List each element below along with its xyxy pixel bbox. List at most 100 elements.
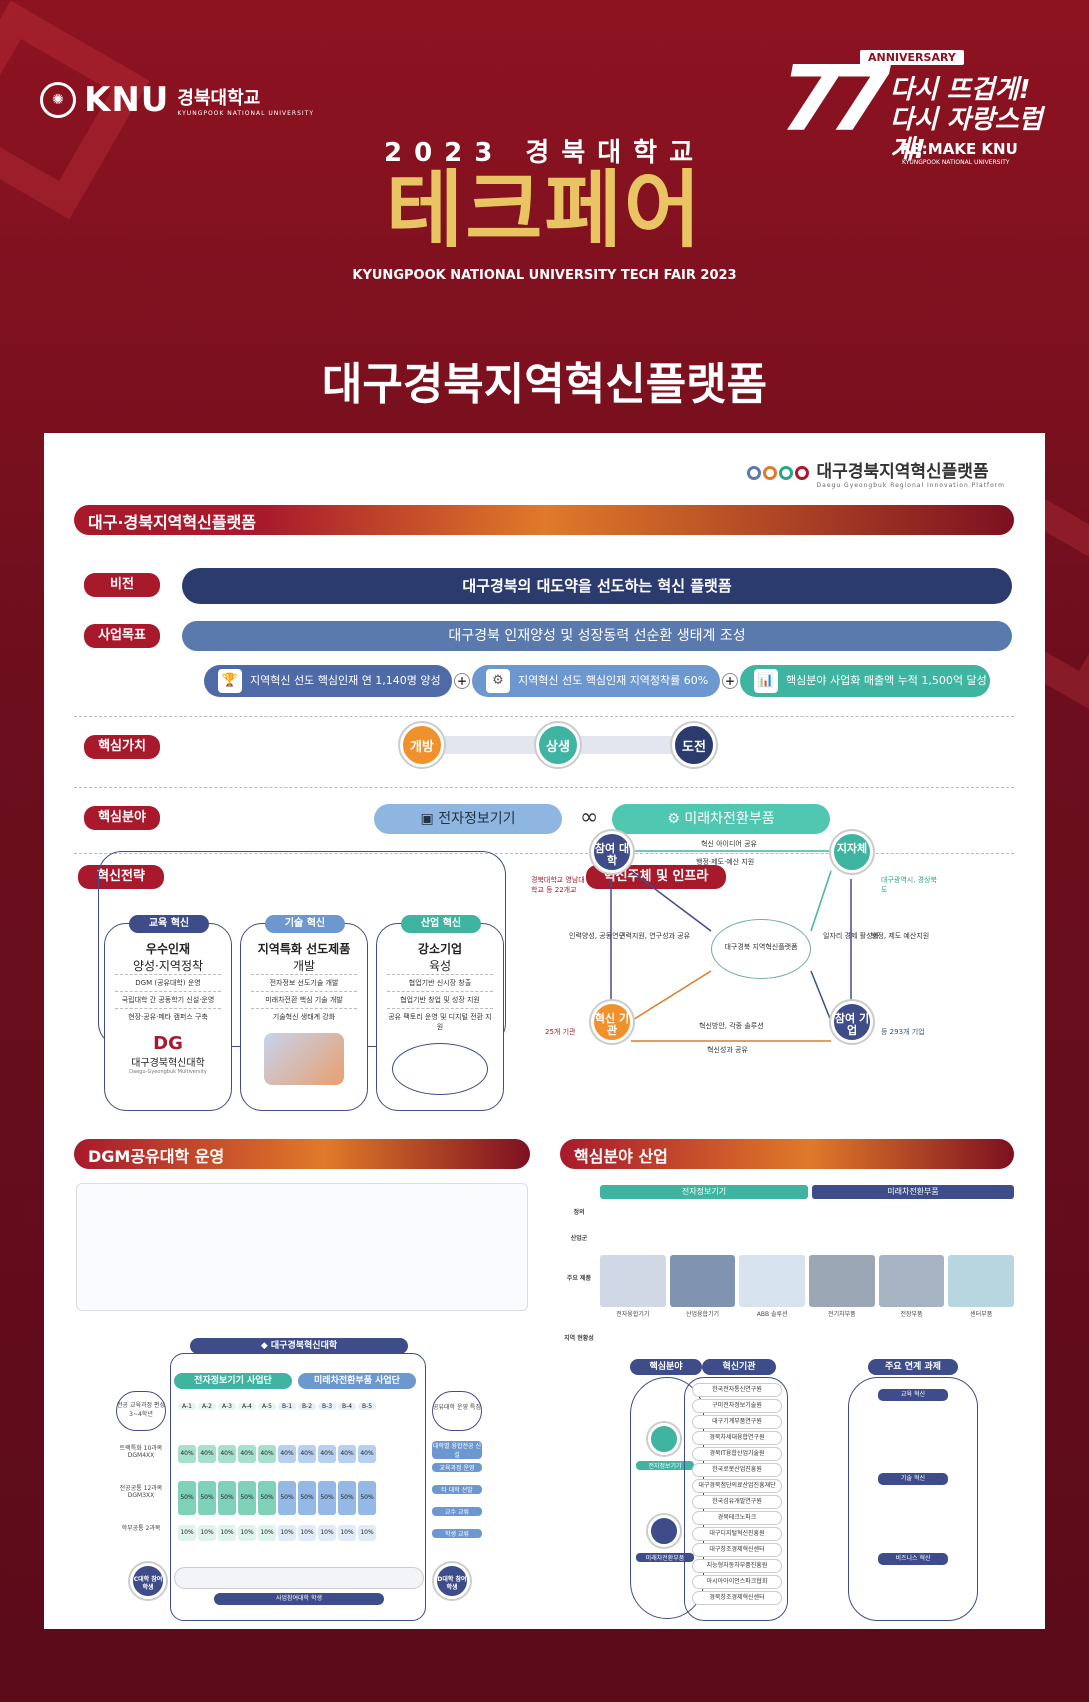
- anniversary-tag: ANNIVERSARY: [860, 50, 964, 65]
- product-image: [669, 1255, 736, 1307]
- flow-head-institutions: 혁신기관: [702, 1359, 776, 1375]
- values-label: 핵심가치: [84, 735, 160, 759]
- subgoal-2: ⚙지역혁신 선도 핵심인재 지역정착률 60% 달성: [472, 665, 720, 719]
- infra-diagram: 참여 대학 지자체 혁신 기관 참여 기업 대구경북 지역혁신플랫폼 경북대학교…: [531, 831, 991, 1063]
- corp-note: 등 293개 기업: [881, 1028, 925, 1036]
- student-d-badge: D대학 참여학생: [434, 1563, 470, 1599]
- task-education: 교육 혁신: [878, 1389, 948, 1401]
- flow-field-mobility: [648, 1515, 680, 1547]
- robot-factory-icon: [264, 1033, 344, 1085]
- value-coexist: 상생: [536, 723, 580, 767]
- anniversary-number: 77: [780, 47, 891, 152]
- subgoal-3: 📊핵심분야 사업화 매출액 누적 1,500억 달성: [740, 665, 990, 697]
- edge-solutions: 혁신방안, 각종 솔루션: [699, 1022, 764, 1030]
- flow-field-electronics-label: 전자정보기기: [636, 1461, 694, 1470]
- divider: [74, 853, 1014, 854]
- header: ✺ KNU 경북대학교 KYUNGPOOK NATIONAL UNIVERSIT…: [0, 0, 1089, 430]
- knu-brand: KNU: [84, 80, 170, 120]
- knu-korean-name: 경북대학교: [177, 87, 261, 109]
- remake-knu: RE:MAKE KNU: [900, 140, 1018, 158]
- product-images: [600, 1255, 1015, 1307]
- trophy-icon: 🏆: [218, 669, 242, 693]
- institutions-frame: [684, 1377, 788, 1621]
- product-image: [739, 1255, 806, 1307]
- row-definition: 정의: [573, 1209, 585, 1216]
- product-image: [600, 1255, 666, 1307]
- knu-seal-icon: ✺: [40, 82, 76, 118]
- fields-label: 핵심분야: [84, 806, 160, 830]
- goal-label: 사업목표: [84, 624, 160, 648]
- pct-row-faculty: 10%10%10%10%10%10%10%10%10%10%: [178, 1525, 376, 1541]
- knu-logo[interactable]: ✺ KNU 경북대학교 KYUNGPOOK NATIONAL UNIVERSIT…: [40, 80, 314, 120]
- right-label-1: 대학별 융합전공 신설: [432, 1441, 482, 1459]
- edge-hr: 인력양성, 공동연구: [569, 932, 625, 940]
- right-label-0: 공유대학 운영 특징: [432, 1391, 482, 1431]
- task-technology: 기술 혁신: [878, 1473, 948, 1485]
- flow-field-electronics: [648, 1423, 680, 1455]
- student-row: [174, 1567, 424, 1589]
- platform-dots-icon: [746, 466, 809, 480]
- dg-logo-icon: ◆: [260, 1341, 271, 1351]
- track-electronics: 전자정보기기 사업단: [174, 1373, 292, 1389]
- student-label: 사업참여대학 학생: [214, 1593, 384, 1605]
- field-mobility: ⚙ 미래차전환부품: [612, 804, 830, 834]
- platform-center: 대구경북 지역혁신플랫폼: [711, 919, 811, 979]
- fair-english: KYUNGPOOK NATIONAL UNIVERSITY TECH FAIR …: [352, 268, 737, 283]
- strategy-label: 혁신전략: [78, 865, 164, 889]
- section-title-dgm: DGM공유대학 운영: [74, 1139, 530, 1169]
- tasks-frame: [848, 1377, 978, 1621]
- node-institution: 혁신 기관: [591, 1001, 633, 1043]
- anniversary-slogan: 다시 뜨겁게!다시 자랑스럽게!: [890, 75, 1043, 165]
- chip-icon: ▣: [420, 811, 439, 827]
- flow-head-fields: 핵심분야: [630, 1359, 702, 1375]
- value-open: 개방: [400, 723, 444, 767]
- anniversary-logo: 77 ANNIVERSARY 다시 뜨겁게!다시 자랑스럽게! RE:MAKE …: [780, 45, 1060, 166]
- vision-text: 대구경북의 대도약을 선도하는 혁신 플랫폼: [182, 568, 1012, 604]
- univ-note: 경북대학교 영남대학교 등 22개교: [531, 876, 585, 894]
- task-business: 비즈니스 혁신: [878, 1553, 948, 1565]
- infra-arrows: [610, 850, 852, 1042]
- student-c-badge: C대학 참여학생: [130, 1563, 166, 1599]
- pct-row-track: 40%40%40%40%40%40%40%40%40%40%: [178, 1445, 376, 1463]
- flow-field-mobility-label: 미래차전환부품: [636, 1553, 694, 1562]
- product-image: [948, 1255, 1015, 1307]
- gov-note: 대구광역시, 경상북도: [881, 876, 937, 894]
- col-electronics: 전자정보기기: [600, 1185, 808, 1199]
- chart-icon: 📊: [754, 669, 778, 693]
- section-title-industry: 핵심분야 산업: [560, 1139, 1014, 1169]
- section-title-platform: 대구·경북지역혁신플랫폼: [74, 505, 1014, 535]
- plus-icon: +: [722, 673, 738, 689]
- node-university: 참여 대학: [591, 831, 633, 873]
- row-region: 지역 현황성: [564, 1335, 594, 1342]
- platform-english: Daegu Gyeongbuk Regional Innovation Plat…: [816, 482, 1005, 489]
- edge-results: 혁신성과 공유: [707, 1046, 748, 1054]
- knu-english-name: KYUNGPOOK NATIONAL UNIVERSITY: [177, 109, 314, 117]
- value-challenge: 도전: [672, 723, 716, 767]
- dgm-track-frame: [170, 1353, 426, 1621]
- field-electronics: ▣ 전자정보기기: [374, 804, 562, 834]
- dgm-logo: ◆ 대구경북혁신대학: [190, 1338, 408, 1354]
- goal-text: 대구경북 인재양성 및 성장동력 선순환 생태계 조성: [182, 621, 1012, 651]
- row-products: 주요 제품: [566, 1275, 592, 1282]
- product-image: [809, 1255, 875, 1307]
- page-title: 대구경북지역혁신플랫폼: [321, 359, 768, 410]
- ecosystem-diagram-icon: [392, 1043, 488, 1095]
- left-label-2: 전공공통 12과목 DGM3XX: [119, 1485, 163, 1499]
- row-industry: 산업군: [570, 1235, 588, 1242]
- product-image: [878, 1255, 945, 1307]
- right-label-3: 타 대학 선발: [432, 1485, 482, 1494]
- subgoal-1: 🏆지역혁신 선도 핵심인재 연 1,140명 양성: [204, 665, 452, 697]
- left-label-1: 트랙특화 10과목 DGM4XX: [119, 1445, 163, 1459]
- head-gear-icon: ⚙: [486, 669, 510, 693]
- pct-row-common: 50%50%50%50%50%50%50%50%50%50%: [178, 1481, 376, 1515]
- edge-admin: 행정·제도·예산 지원: [696, 858, 755, 866]
- divider: [74, 716, 1014, 717]
- gear-icon: ⚙: [667, 811, 685, 827]
- dgm-flow-top: [76, 1183, 528, 1311]
